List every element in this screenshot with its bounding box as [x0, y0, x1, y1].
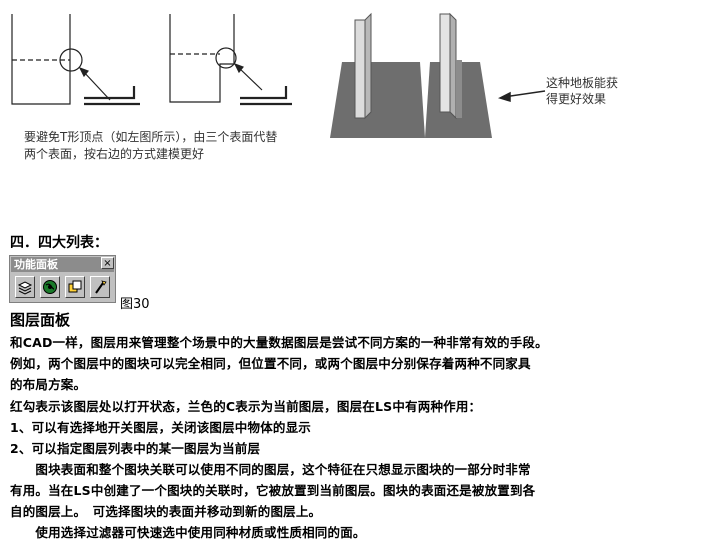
- diagram-caption-line-1: 要避免T形顶点（如左图所示），由三个表面代替: [24, 130, 278, 144]
- diagram-note-line-2: 得更好效果: [546, 92, 607, 106]
- globe-icon: [43, 280, 57, 294]
- paragraph-line-9: 自的图层上。 可选择图块的表面并移动到新的图层上。: [10, 504, 322, 519]
- paragraph-line-3: 的布局方案。: [10, 377, 87, 392]
- paragraph-line-2: 例如，两个图层中的图块可以完全相同，但位置不同，或两个图层中分别保存着两种不同家…: [10, 356, 531, 371]
- layer-panel-heading: 图层面板: [10, 311, 71, 329]
- floor-3d-right: [425, 12, 492, 138]
- t-vertex-sketch: [11, 14, 140, 106]
- diagram-caption-line-2: 两个表面，按右边的方式建模更好: [24, 147, 205, 161]
- paragraph-line-10: 使用选择过滤器可快速选中使用同种材质或性质相同的面。: [10, 525, 366, 540]
- globe-button[interactable]: [40, 276, 60, 298]
- modeling-diagram: [11, 12, 546, 138]
- panel-title: 功能面板: [14, 258, 58, 271]
- paragraph-line-1: 和CAD一样，图层用来管理整个场景中的大量数据图层是尝试不同方案的一种非常有效的…: [10, 335, 548, 350]
- blocks-icon: [68, 280, 82, 293]
- section-heading: 四．四大列表：: [10, 235, 108, 251]
- layers-icon: [17, 281, 33, 295]
- note-arrow: [497, 90, 546, 103]
- floor-3d-left: [330, 12, 425, 138]
- paragraph-line-6: 2、可以指定图层列表中的某一图层为当前层: [10, 441, 261, 456]
- layers-button[interactable]: [15, 276, 35, 298]
- panel-close-button[interactable]: ×: [101, 257, 114, 269]
- wand-button[interactable]: [90, 276, 110, 298]
- three-surface-sketch: [169, 14, 292, 106]
- panel-title-bar[interactable]: 功能面板: [11, 257, 114, 272]
- paragraph-line-8: 有用。当在LS中创建了一个图块的关联时，它被放置到当前图层。图块的表面还是被放置…: [10, 483, 536, 498]
- paragraph-line-5: 1、可以有选择地开关图层，关闭该图层中物体的显示: [10, 420, 311, 435]
- function-panel[interactable]: 功能面板 ×: [9, 255, 116, 303]
- blocks-button[interactable]: [65, 276, 85, 298]
- figure-label: 图30: [120, 297, 150, 312]
- wand-icon: [95, 280, 107, 294]
- paragraph-line-7: 图块表面和整个图块关联可以使用不同的图层，这个特征在只想显示图块的一部分时非常: [10, 462, 531, 477]
- diagram-note-line-1: 这种地板能获: [546, 76, 619, 90]
- paragraph-line-4: 红勾表示该图层处以打开状态，兰色的C表示为当前图层，图层在LS中有两种作用：: [10, 399, 482, 414]
